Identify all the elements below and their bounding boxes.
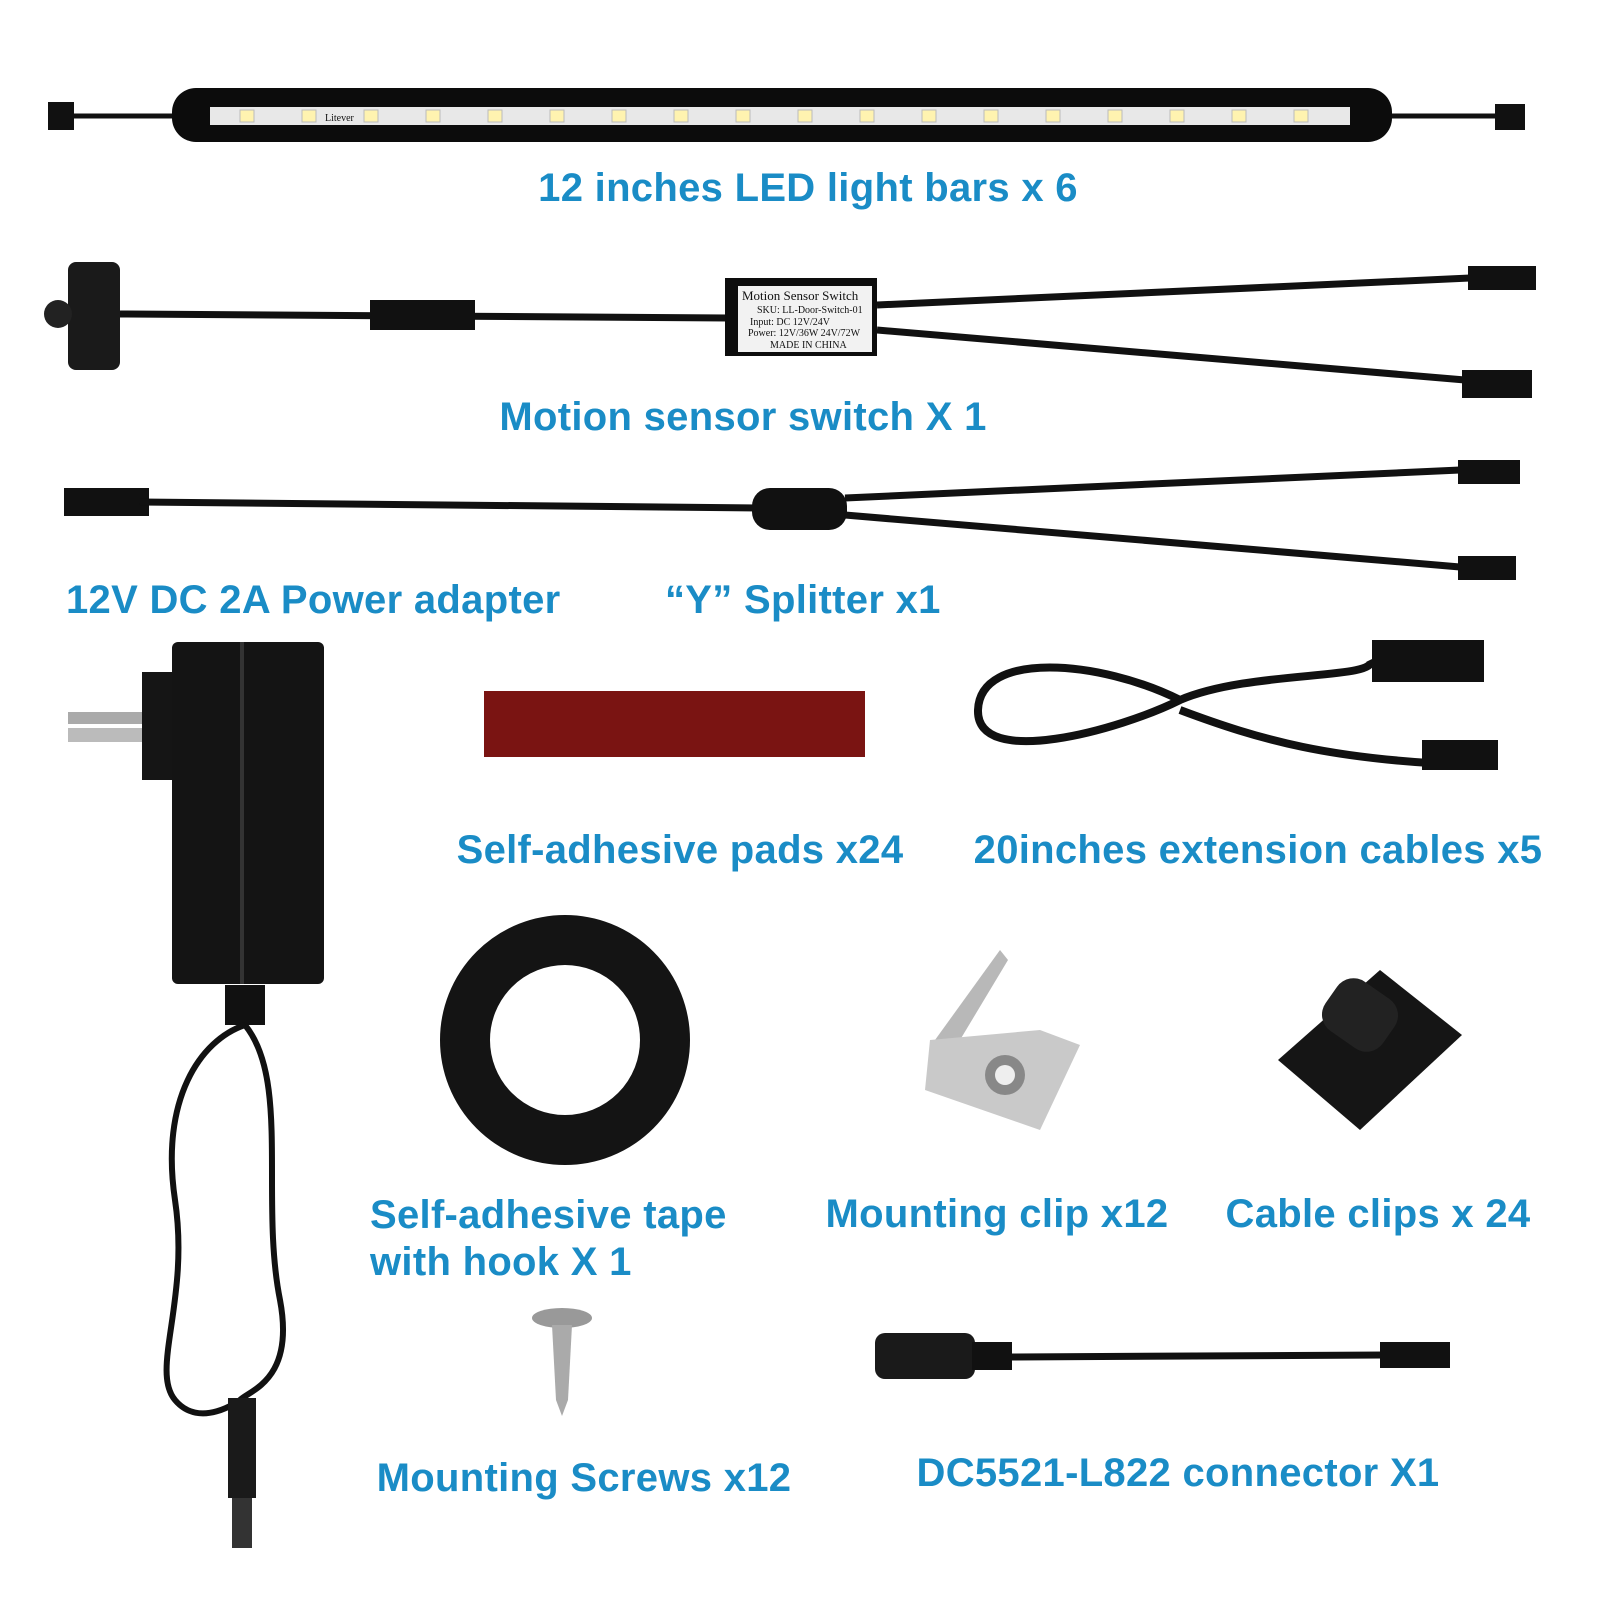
label-extension-cables: 20inches extension cables x5: [973, 828, 1543, 872]
led-chip: [363, 109, 379, 123]
extension-cable: [973, 640, 1498, 770]
led-chip: [859, 109, 875, 123]
sensor-origin: MADE IN CHINA: [770, 340, 847, 351]
sensor-input: Input: DC 12V/24V: [750, 317, 831, 328]
led-chip: [425, 109, 441, 123]
label-motion-sensor: Motion sensor switch X 1: [499, 395, 987, 439]
tape-roll: [440, 915, 690, 1165]
led-chip: [1231, 109, 1247, 123]
led-chip: [301, 109, 317, 123]
sensor-sku: SKU: LL-Door-Switch-01: [757, 305, 863, 316]
label-tape-line2: with hook X 1: [370, 1240, 632, 1284]
label-y-splitter: “Y” Splitter x1: [665, 578, 941, 622]
y-splitter: [64, 460, 1520, 580]
adhesive-pad: [484, 691, 865, 757]
led-chip: [1169, 109, 1185, 123]
mounting-screw: [532, 1308, 592, 1416]
power-adapter: [68, 642, 324, 1548]
cable-clip: [1278, 970, 1462, 1130]
led-chip: [487, 109, 503, 123]
led-chip: [239, 109, 255, 123]
sensor-title: Motion Sensor Switch: [742, 288, 859, 303]
label-cable-clips: Cable clips x 24: [1225, 1192, 1531, 1236]
label-led-bars: 12 inches LED light bars x 6: [538, 166, 1078, 210]
led-bar-brand: Litever: [325, 113, 355, 124]
led-chip: [797, 109, 813, 123]
motion-sensor-switch: Motion Sensor Switch SKU: LL-Door-Switch…: [44, 262, 1536, 398]
mounting-clip: [925, 950, 1080, 1130]
led-light-bar: Litever: [48, 88, 1525, 142]
label-mounting-clip: Mounting clip x12: [825, 1192, 1169, 1236]
led-chip: [611, 109, 627, 123]
led-chip: [1045, 109, 1061, 123]
label-power-adapter: 12V DC 2A Power adapter: [66, 578, 561, 622]
label-screws: Mounting Screws x12: [376, 1456, 792, 1500]
led-chip: [983, 109, 999, 123]
led-chip: [921, 109, 937, 123]
label-adhesive-pads: Self-adhesive pads x24: [456, 828, 904, 872]
sensor-power: Power: 12V/36W 24V/72W: [748, 328, 861, 339]
led-chip: [673, 109, 689, 123]
label-tape-line1: Self-adhesive tape: [370, 1193, 727, 1237]
led-chip: [1107, 109, 1123, 123]
led-chip: [1293, 109, 1309, 123]
led-chip: [735, 109, 751, 123]
led-chip: [549, 109, 565, 123]
dc-connector: [875, 1333, 1450, 1379]
label-connector: DC5521-L822 connector X1: [916, 1451, 1440, 1495]
